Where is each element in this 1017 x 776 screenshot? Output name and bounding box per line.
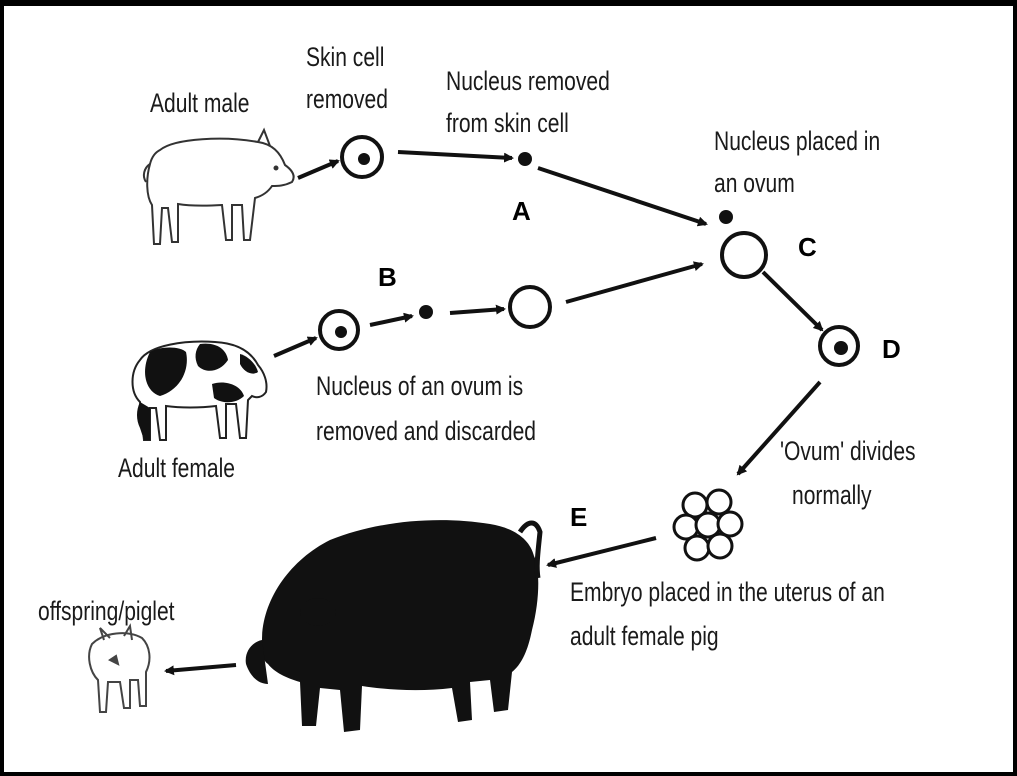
embryo-icon [674,490,742,560]
arrow-c-to-d [763,272,822,330]
arrow-skin-cell-to-nucleus [398,152,512,158]
arrow-embryo-to-surrogate [548,538,656,565]
ovum-receiving-nucleus-icon [719,210,766,277]
adult-male-label: Adult male [150,89,249,119]
nucleus-dot-a [518,152,532,166]
skin-cell-label-line2: removed [306,85,388,115]
adult-female-label: Adult female [118,454,235,484]
piglet-icon [89,626,149,712]
letter-b: B [378,262,397,292]
ovum-divides-label-line1: 'Ovum' divides [780,437,916,467]
empty-ovum-icon [510,287,550,327]
adult-female-pig-icon [133,342,267,440]
letter-a: A [512,196,531,226]
skin-cell-icon [342,137,382,177]
nucleus-placed-label-line2: an ovum [714,169,795,199]
arrow-ovum-to-nucleus-b [370,316,412,325]
embryo-label-line2: adult female pig [570,622,719,652]
nucleus-removed-label-line1: Nucleus removed [446,67,610,97]
ovum-nucleus-label-line2: removed and discarded [316,417,536,447]
arrow-female-to-ovum [274,338,316,356]
ovum-with-nucleus-icon [320,311,358,349]
embryo-label-line1: Embryo placed in the uterus of an [570,578,885,608]
nucleus-removed-label-line2: from skin cell [446,109,569,139]
arrow-empty-ovum-to-c [566,264,702,302]
offspring-label: offspring/piglet [38,597,175,627]
ovum-nucleus-label-line1: Nucleus of an ovum is [316,372,523,402]
skin-cell-label-line1: Skin cell [306,43,384,73]
letter-d: D [882,334,901,364]
ovum-divides-label-line2: normally [792,481,872,511]
adult-male-pig-icon [144,130,294,244]
letter-e: E [570,502,587,532]
arrow-nucleus-to-ovum [538,168,706,224]
letter-c: C [798,232,817,262]
fused-cell-icon [820,327,858,365]
nucleus-dot-b [419,305,433,319]
arrow-surrogate-to-piglet [166,665,236,671]
nucleus-placed-label-line1: Nucleus placed in [714,127,880,157]
surrogate-pig-icon [246,520,540,732]
arrow-male-to-skin-cell [298,161,338,178]
arrow-nucleus-b-to-empty-ovum [450,309,504,313]
